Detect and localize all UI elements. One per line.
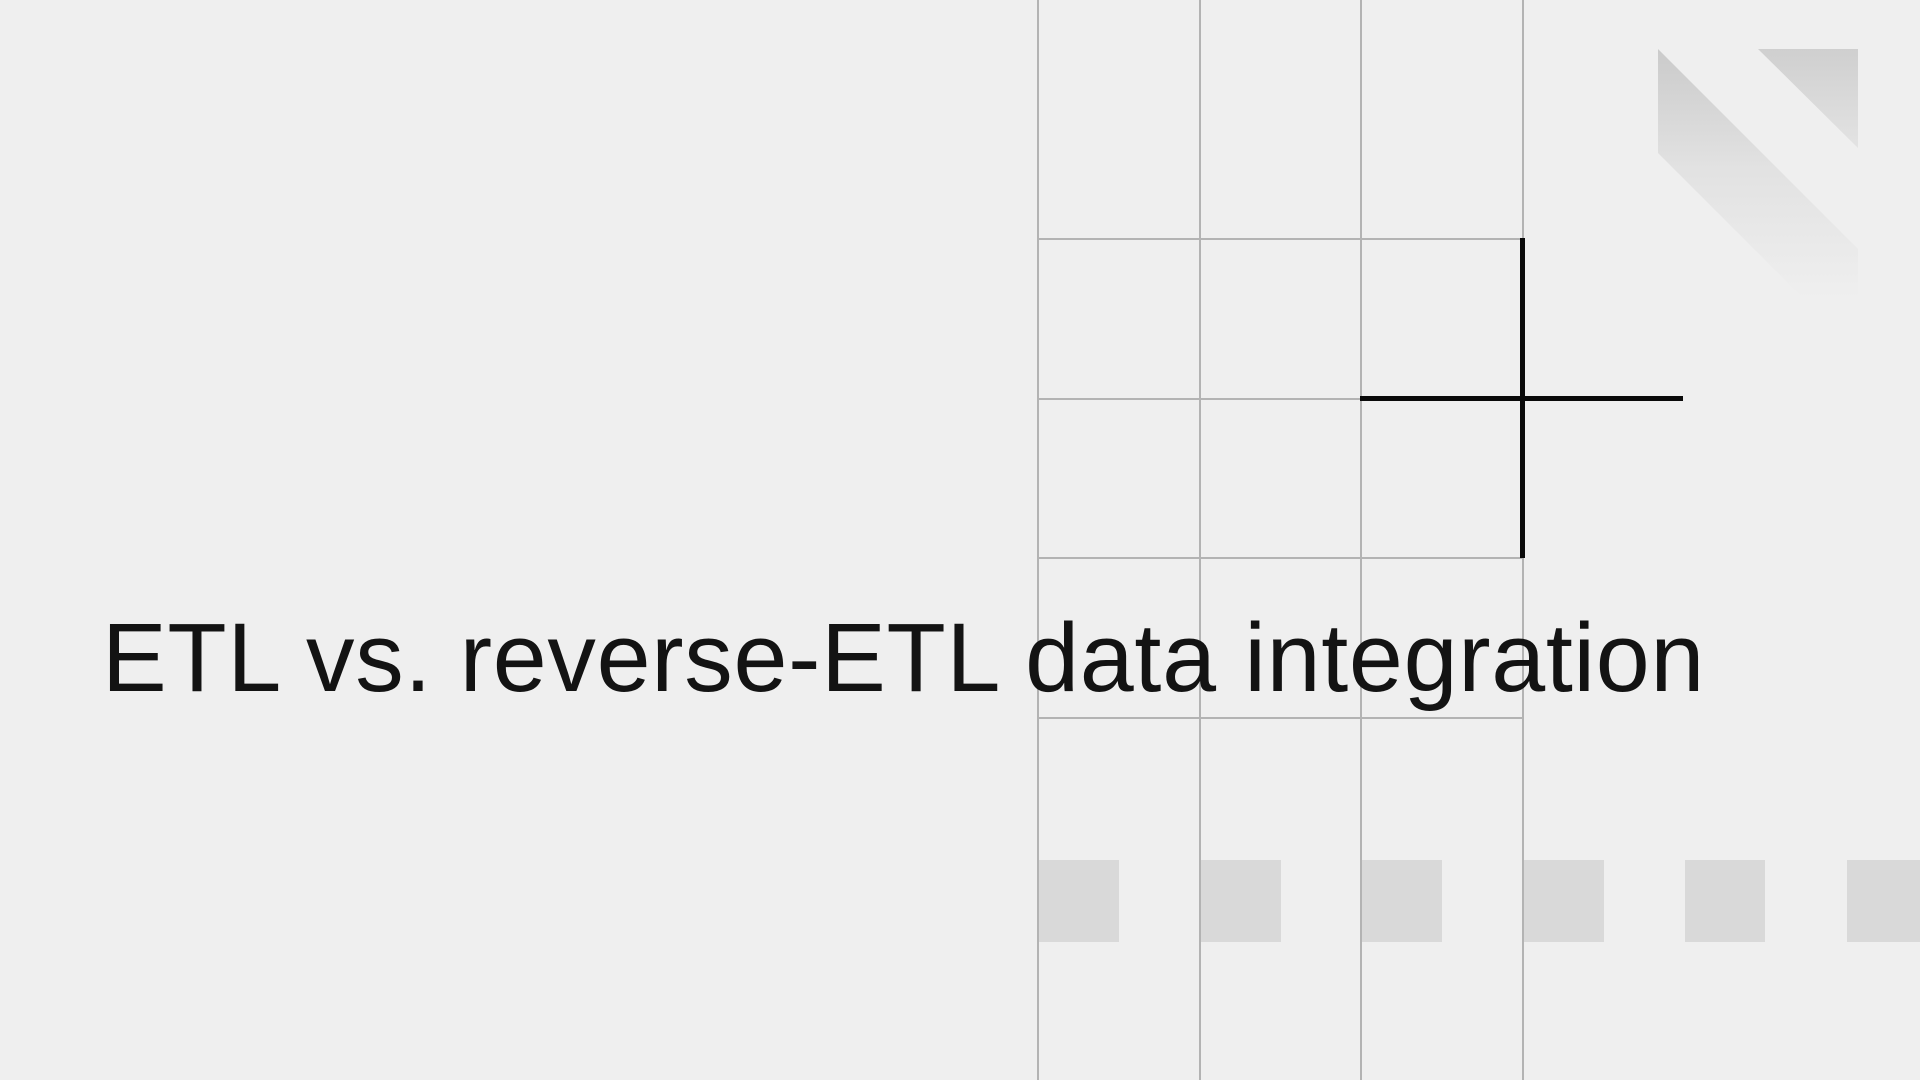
plus-cross-vertical-bar	[1520, 238, 1525, 558]
dash-square	[1846, 860, 1920, 942]
dash-square	[1200, 860, 1281, 942]
corner-triangle-decoration	[1758, 49, 1858, 148]
grid-horizontal-line	[1037, 557, 1524, 559]
dash-square	[1523, 860, 1604, 942]
grid-horizontal-line	[1037, 717, 1524, 719]
grid-horizontal-line	[1037, 398, 1524, 400]
dash-square	[1039, 860, 1119, 942]
page-title: ETL vs. reverse-ETL data integration	[102, 603, 1706, 712]
dash-square	[1362, 860, 1442, 942]
grid-vertical-line	[1199, 0, 1201, 1080]
grid-vertical-line	[1037, 0, 1039, 1080]
grid-horizontal-line	[1037, 238, 1524, 240]
dash-square	[1685, 860, 1765, 942]
grid-vertical-line	[1360, 0, 1362, 1080]
